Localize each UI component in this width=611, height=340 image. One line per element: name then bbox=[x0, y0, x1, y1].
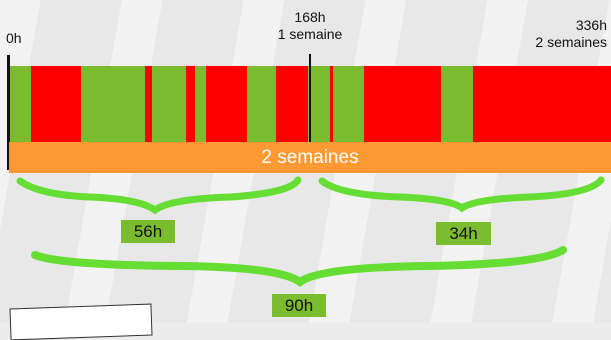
available-segment bbox=[440, 66, 474, 142]
available-segment bbox=[195, 66, 207, 142]
duration-bar: 2 semaines bbox=[9, 142, 611, 173]
axis-week1-text: 1 semaine bbox=[277, 26, 343, 42]
brace-second-week bbox=[318, 176, 605, 213]
axis-week1-label: 168h 1 semaine bbox=[274, 9, 346, 43]
available-segment bbox=[247, 66, 276, 142]
axis-start-label: 0h bbox=[6, 30, 22, 46]
overall-total: 90h bbox=[272, 294, 326, 317]
available-segment bbox=[152, 66, 187, 142]
available-segment bbox=[308, 66, 330, 142]
paper-sheet bbox=[9, 303, 153, 340]
week-marker bbox=[309, 54, 311, 142]
second-week-total: 34h bbox=[436, 222, 491, 245]
brace-first-week bbox=[16, 176, 302, 215]
start-marker bbox=[7, 55, 10, 170]
brace-overall bbox=[31, 246, 567, 287]
axis-week1-hours: 168h bbox=[294, 9, 326, 25]
available-segment bbox=[9, 66, 31, 142]
available-segment bbox=[80, 66, 119, 142]
axis-end-hours: 336h bbox=[575, 17, 607, 33]
braces-layer bbox=[16, 176, 605, 287]
first-week-total: 56h bbox=[121, 220, 175, 243]
axis-end-label: 336h 2 semaines bbox=[535, 17, 607, 51]
available-segment bbox=[333, 66, 364, 142]
axis-end-text: 2 semaines bbox=[535, 34, 607, 50]
available-segment bbox=[118, 66, 146, 142]
